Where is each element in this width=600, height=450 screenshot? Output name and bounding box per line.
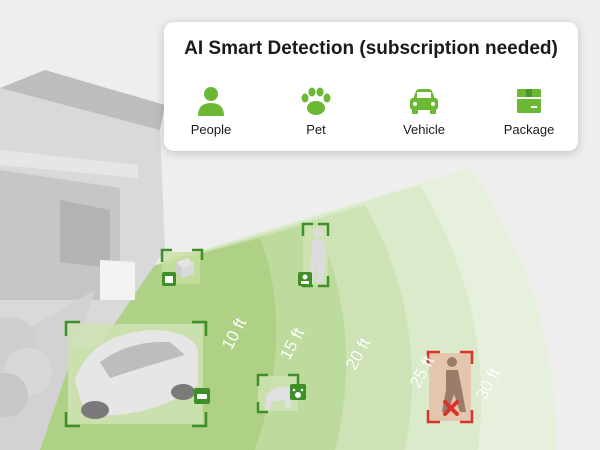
person-tag-icon (298, 272, 312, 286)
package-icon (517, 89, 541, 113)
paw-tag-icon (290, 384, 306, 400)
feature-label-people: People (190, 122, 232, 137)
feature-label-pet: Pet (306, 122, 326, 137)
person-illustration (303, 225, 328, 285)
paw-icon (301, 87, 331, 115)
feature-pet: Pet (271, 84, 361, 137)
bush-illustration (0, 317, 52, 417)
ai-detection-card: AI Smart Detection (subscription needed)… (164, 22, 578, 151)
car-icon (410, 89, 438, 114)
package-tag-icon (162, 272, 176, 286)
person-icon (198, 87, 224, 116)
card-title: AI Smart Detection (subscription needed) (184, 38, 558, 59)
detection-markers (64, 222, 474, 428)
feature-label-vehicle: Vehicle (403, 122, 445, 137)
feature-package: Package (484, 84, 574, 137)
car-illustration (68, 324, 203, 424)
blocked-x-icon (443, 400, 459, 416)
house-illustration (0, 70, 165, 450)
feature-people: People (166, 84, 256, 137)
feature-vehicle: Vehicle (379, 84, 469, 137)
package-illustration (162, 252, 200, 284)
feature-label-package: Package (503, 122, 555, 137)
car-tag-icon (194, 388, 210, 404)
